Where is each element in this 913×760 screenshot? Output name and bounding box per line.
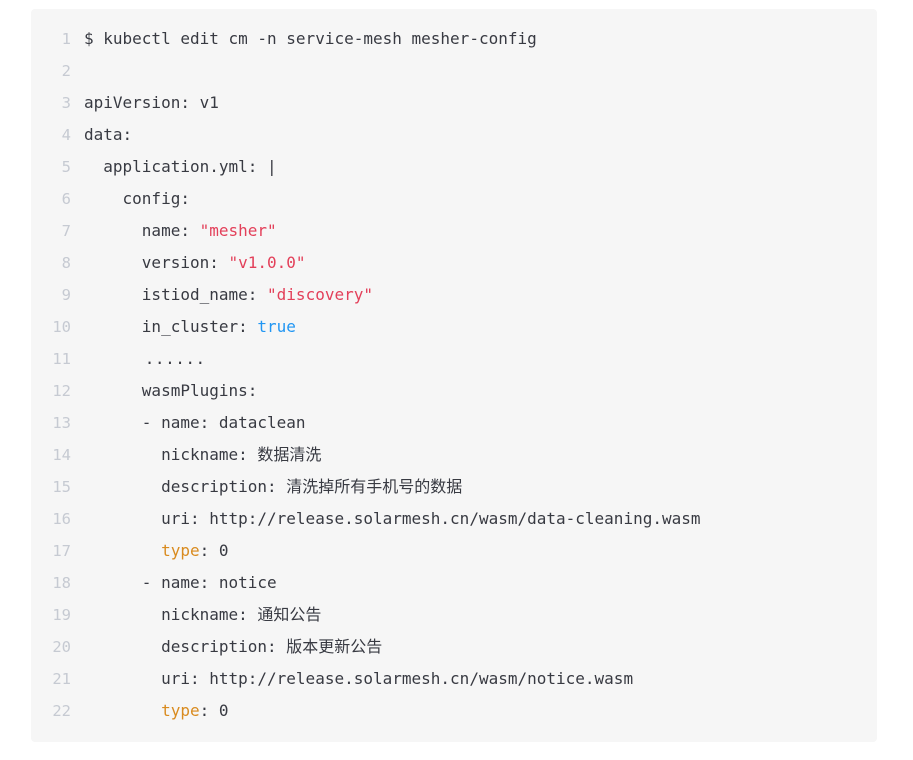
line-number: 13 <box>52 414 71 432</box>
line-content[interactable]: wasmPlugins: <box>71 375 877 407</box>
code-line: 22 type: 0 <box>31 695 877 727</box>
code-line: 14 nickname: 数据清洗 <box>31 439 877 471</box>
code-line: 20 description: 版本更新公告 <box>31 631 877 663</box>
line-number: 9 <box>61 286 71 304</box>
code-line: 5 application.yml: | <box>31 151 877 183</box>
line-number: 12 <box>52 382 71 400</box>
code-line: 13 - name: dataclean <box>31 407 877 439</box>
line-number: 11 <box>52 350 71 368</box>
line-number: 15 <box>52 478 71 496</box>
line-content[interactable]: description: 版本更新公告 <box>71 631 877 663</box>
line-content[interactable]: application.yml: | <box>71 151 877 183</box>
line-number: 19 <box>52 606 71 624</box>
line-content[interactable]: nickname: 通知公告 <box>71 599 877 631</box>
line-content[interactable]: config: <box>71 183 877 215</box>
code-line: 16 uri: http://release.solarmesh.cn/wasm… <box>31 503 877 535</box>
code-line: 9 istiod_name: "discovery" <box>31 279 877 311</box>
code-token-plain: istiod_name: <box>84 285 268 304</box>
line-number: 4 <box>61 126 71 144</box>
code-token-string: "v1.0.0" <box>228 253 306 272</box>
code-token-plain: config: <box>84 189 190 208</box>
code-token-plain <box>84 541 161 560</box>
line-number: 16 <box>52 510 71 528</box>
code-token-plain: nickname: 通知公告 <box>84 605 322 624</box>
code-line: 2 <box>31 55 877 87</box>
code-line: 1 $ kubectl edit cm -n service-mesh meshe… <box>31 23 877 55</box>
line-content[interactable]: type: 0 <box>71 535 877 567</box>
line-content[interactable]: uri: http://release.solarmesh.cn/wasm/no… <box>71 663 877 695</box>
code-line: 11 ...... <box>31 343 877 375</box>
code-token-plain: - name: dataclean <box>84 413 306 432</box>
code-line: 18 - name: notice <box>31 567 877 599</box>
code-line: 7 name: "mesher" <box>31 215 877 247</box>
code-token-plain: version: <box>84 253 229 272</box>
line-content[interactable]: type: 0 <box>71 695 877 727</box>
line-content[interactable]: description: 清洗掉所有手机号的数据 <box>71 471 877 503</box>
line-number: 18 <box>52 574 71 592</box>
code-token-key-highlight: type <box>161 541 200 560</box>
code-line: 4 data: <box>31 119 877 151</box>
line-number: 6 <box>61 190 71 208</box>
line-content[interactable]: name: "mesher" <box>71 215 877 247</box>
code-token-string: "mesher" <box>199 221 277 240</box>
code-token-boolean: true <box>257 317 296 336</box>
line-content[interactable]: version: "v1.0.0" <box>71 247 877 279</box>
line-content[interactable]: istiod_name: "discovery" <box>71 279 877 311</box>
code-token-plain: : 0 <box>199 701 229 720</box>
line-number: 1 <box>61 30 71 48</box>
code-line: 19 nickname: 通知公告 <box>31 599 877 631</box>
line-number: 2 <box>61 62 71 80</box>
code-line: 6 config: <box>31 183 877 215</box>
line-content[interactable]: $ kubectl edit cm -n service-mesh mesher… <box>71 23 877 55</box>
line-number: 21 <box>52 670 71 688</box>
line-content[interactable]: - name: dataclean <box>71 407 877 439</box>
code-token-plain: uri: http://release.solarmesh.cn/wasm/da… <box>84 509 701 528</box>
line-number: 22 <box>52 702 71 720</box>
line-number: 10 <box>52 318 71 336</box>
line-number: 3 <box>61 94 71 112</box>
code-lines-container[interactable]: 1 $ kubectl edit cm -n service-mesh meshe… <box>31 23 877 727</box>
code-token-dots: ...... <box>84 349 206 368</box>
code-token-string: "discovery" <box>267 285 373 304</box>
line-number: 5 <box>61 158 71 176</box>
code-token-plain: name: <box>84 221 200 240</box>
line-content[interactable]: - name: notice <box>71 567 877 599</box>
code-token-plain: wasmPlugins: <box>84 381 258 400</box>
line-number: 20 <box>52 638 71 656</box>
line-content[interactable]: nickname: 数据清洗 <box>71 439 877 471</box>
code-line: 12 wasmPlugins: <box>31 375 877 407</box>
code-token-plain: application.yml: | <box>84 157 277 176</box>
code-line: 3 apiVersion: v1 <box>31 87 877 119</box>
line-content[interactable]: uri: http://release.solarmesh.cn/wasm/da… <box>71 503 877 535</box>
line-number: 14 <box>52 446 71 464</box>
code-line: 17 type: 0 <box>31 535 877 567</box>
code-token-plain: - name: notice <box>84 573 277 592</box>
code-token-plain: data: <box>84 125 133 144</box>
code-token-plain: $ kubectl edit cm -n service-mesh mesher… <box>84 29 537 48</box>
line-number: 7 <box>61 222 71 240</box>
line-number: 17 <box>52 542 71 560</box>
line-content[interactable]: apiVersion: v1 <box>71 87 877 119</box>
code-token-plain: in_cluster: <box>84 317 258 336</box>
code-token-key-highlight: type <box>161 701 200 720</box>
code-token-plain: description: 版本更新公告 <box>84 637 383 656</box>
code-token-plain: nickname: 数据清洗 <box>84 445 322 464</box>
code-line: 21 uri: http://release.solarmesh.cn/wasm… <box>31 663 877 695</box>
line-content[interactable]: data: <box>71 119 877 151</box>
code-token-plain <box>84 701 161 720</box>
code-line: 15 description: 清洗掉所有手机号的数据 <box>31 471 877 503</box>
code-block-panel: 1 $ kubectl edit cm -n service-mesh meshe… <box>31 9 877 742</box>
line-content[interactable]: in_cluster: true <box>71 311 877 343</box>
line-content[interactable]: ...... <box>71 343 877 375</box>
code-line: 8 version: "v1.0.0" <box>31 247 877 279</box>
code-line: 10 in_cluster: true <box>31 311 877 343</box>
code-token-plain: description: 清洗掉所有手机号的数据 <box>84 477 463 496</box>
code-token-plain: apiVersion: v1 <box>84 93 219 112</box>
code-token-plain: : 0 <box>199 541 229 560</box>
code-token-plain: uri: http://release.solarmesh.cn/wasm/no… <box>84 669 634 688</box>
line-number: 8 <box>61 254 71 272</box>
